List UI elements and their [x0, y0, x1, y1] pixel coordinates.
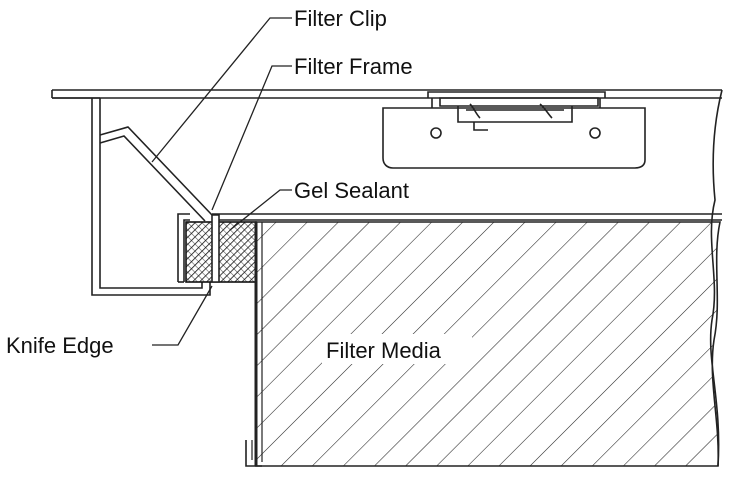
label-gel-sealant: Gel Sealant	[294, 178, 409, 203]
leader-knife-edge	[152, 285, 213, 346]
label-filter-media: Filter Media	[326, 338, 442, 363]
label-knife-edge: Knife Edge	[6, 333, 114, 358]
label-filter-media-bg	[322, 334, 472, 364]
filter-media	[245, 221, 721, 467]
leader-gel-sealant	[229, 189, 292, 231]
leader-filter-frame	[211, 65, 292, 211]
filter-frame	[177, 213, 722, 283]
gel-sealant	[185, 221, 257, 283]
leader-filter-clip	[151, 17, 292, 163]
leader-lines	[151, 17, 292, 346]
label-filter-clip: Filter Clip	[294, 6, 387, 31]
label-filter-frame: Filter Frame	[294, 54, 413, 79]
knife-edge	[211, 214, 220, 283]
latch-plate	[382, 91, 646, 169]
